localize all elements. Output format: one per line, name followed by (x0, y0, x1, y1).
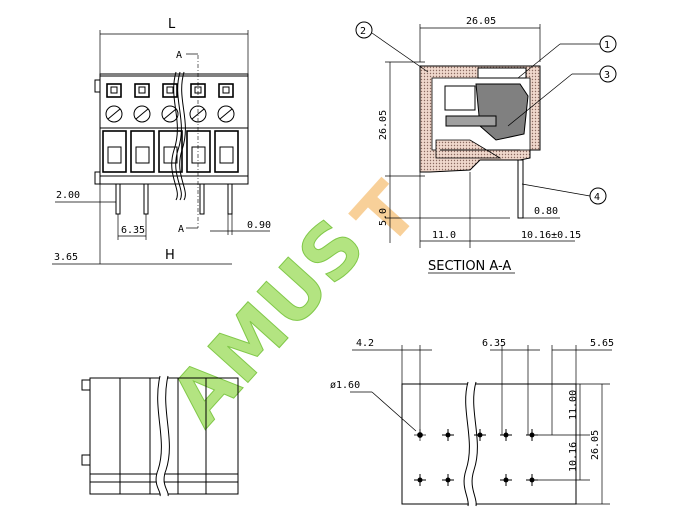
dim-10-16: 10.16 (568, 442, 579, 472)
callout-1: 1 (604, 40, 610, 51)
section-marker-bottom: A (178, 224, 184, 235)
dim-height: 26.05 (378, 110, 389, 140)
dim-pin-len: 5.0 (378, 208, 389, 226)
clamp-openings (102, 130, 239, 173)
watermark-text: AMUS (154, 203, 381, 442)
dim-4-2: 4.2 (356, 338, 374, 349)
dim-fp-pitch: 6.35 (482, 338, 506, 349)
dim-5-65: 5.65 (590, 338, 614, 349)
screw-heads (105, 105, 235, 123)
watermark: AMUS T (154, 167, 436, 443)
front-view: L (52, 17, 271, 265)
dim-0-90: 0.90 (247, 220, 271, 231)
dim-pin-base: 11.0 (432, 230, 456, 241)
dim-2-00: 2.00 (56, 190, 80, 201)
pins (115, 183, 233, 215)
dim-H: H (165, 248, 175, 263)
callout-3: 3 (604, 70, 610, 81)
dim-L: L (168, 17, 176, 32)
section-view: 26.05 26.05 5.0 2 1 3 4 (355, 16, 617, 274)
bottom-view (81, 375, 239, 498)
dim-3-65: 3.65 (54, 252, 78, 263)
callout-4: 4 (594, 192, 600, 203)
dim-hole: ø1.60 (330, 380, 360, 391)
section-marker-top: A (176, 50, 182, 61)
dim-fp-height: 26.05 (590, 430, 601, 460)
dim-6-35: 6.35 (121, 225, 145, 236)
callout-2: 2 (360, 26, 366, 37)
dim-width: 26.05 (466, 16, 496, 27)
wire-windows (106, 83, 234, 98)
dim-pin-thk: 0.80 (534, 206, 558, 217)
section-title: SECTION A-A (428, 259, 511, 274)
footprint-view: 4.2 6.35 5.65 ø1.60 11.00 10.16 2 (330, 338, 614, 507)
dim-11-00: 11.00 (568, 390, 579, 420)
dim-pin-pos: 10.16±0.15 (521, 230, 581, 241)
